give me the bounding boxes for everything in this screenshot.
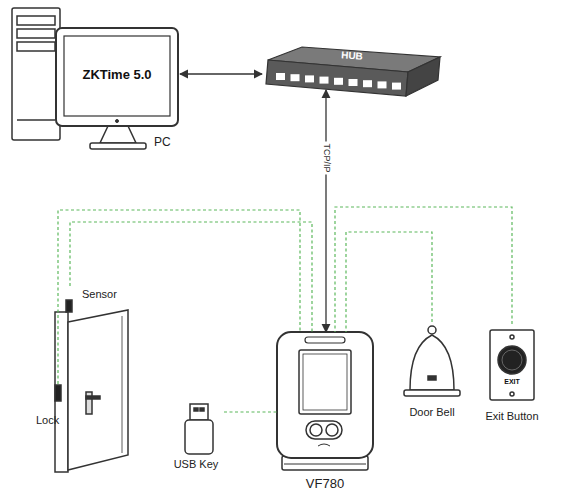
door-part — [55, 312, 68, 472]
button-marking: EXIT — [492, 378, 532, 386]
vf780-terminal-part — [277, 332, 373, 458]
door-bell-part — [428, 376, 436, 380]
device-label: USB Key — [168, 458, 224, 471]
exit-button-part — [510, 392, 514, 396]
vf780-terminal-part — [310, 424, 322, 436]
control-wire — [58, 210, 300, 384]
vf780-terminal-part — [318, 444, 330, 446]
vf780-terminal-part — [326, 424, 338, 436]
device-label: Door Bell — [396, 406, 468, 419]
door-bell-part — [428, 326, 436, 334]
exit-button — [490, 330, 534, 400]
usb-key-part — [194, 408, 198, 411]
door-sensor — [66, 300, 72, 312]
terminal-node: VF780 — [277, 332, 373, 494]
part-label: Sensor — [82, 288, 132, 301]
door-part — [68, 310, 128, 470]
door-part — [86, 396, 100, 399]
door-bell-part — [410, 335, 454, 390]
vf780-terminal-part — [299, 350, 351, 414]
control-wire — [70, 222, 312, 332]
pc-monitor-part — [56, 28, 178, 126]
lock-node: Lock — [34, 384, 70, 430]
edge-label: TCP/IP — [321, 141, 331, 174]
device-label: PC — [154, 136, 178, 150]
exit-button-part — [490, 330, 534, 400]
control-wire — [346, 232, 432, 332]
exit-button-part — [510, 335, 514, 339]
hub-port — [363, 80, 372, 87]
vf780-terminal-part — [284, 464, 366, 465]
control-wire — [335, 207, 512, 332]
network-link — [180, 73, 262, 74]
pc-tower-part — [17, 42, 55, 51]
vf780-terminal-part — [305, 337, 345, 343]
pc-monitor-part — [90, 143, 146, 149]
vf780-terminal — [277, 332, 373, 470]
pc-tower-part — [17, 16, 55, 25]
pc-monitor-part — [64, 36, 170, 116]
hub-port — [276, 73, 285, 80]
device-label: VF780 — [277, 477, 373, 492]
hub-port — [320, 77, 329, 84]
hub-port — [334, 78, 343, 85]
exit-button-part — [502, 350, 522, 370]
vf780-terminal-part — [306, 421, 342, 439]
door-lock — [55, 385, 61, 401]
pc-monitor — [56, 28, 178, 149]
usb-key-part — [190, 404, 208, 420]
pc-node: ZKTime 5.0PC — [8, 6, 180, 156]
hub-port — [392, 83, 401, 90]
pc-monitor-part — [100, 126, 136, 143]
usb-key — [185, 404, 213, 454]
software-name: ZKTime 5.0 — [67, 68, 167, 83]
vf780-terminal-part — [303, 354, 347, 410]
hub-device-part — [406, 57, 440, 96]
device-label: Exit Button — [476, 410, 548, 423]
pc-tower-part — [17, 29, 55, 38]
usb-key-part — [200, 408, 204, 411]
door-part — [122, 316, 123, 453]
hub-device-part — [276, 73, 401, 90]
hub-node: HUB — [262, 44, 442, 90]
pc-monitor-part — [116, 120, 119, 123]
sensor-node: Sensor — [66, 286, 136, 306]
pc-tower-part — [17, 119, 55, 121]
pc-tower-part — [12, 8, 60, 140]
hub-port — [305, 75, 314, 82]
bell-node: Door Bell — [396, 322, 468, 422]
hub-port — [291, 74, 300, 81]
part-label: Lock — [36, 414, 68, 427]
hub-device-part — [266, 60, 408, 96]
network-link — [325, 90, 326, 332]
door — [55, 300, 128, 472]
usb-key-part — [185, 420, 213, 454]
door-bell-part — [404, 390, 460, 396]
exit-button-part — [498, 346, 526, 374]
control-wire — [224, 411, 277, 412]
door-bell — [404, 326, 460, 396]
hub-port — [378, 81, 387, 88]
exit-node: EXITExit Button — [480, 324, 544, 426]
hub-device — [266, 47, 440, 96]
usb-node: USB Key — [168, 402, 224, 472]
hub-port — [349, 79, 358, 86]
device-label: HUB — [320, 48, 385, 64]
pc-tower — [12, 8, 60, 140]
